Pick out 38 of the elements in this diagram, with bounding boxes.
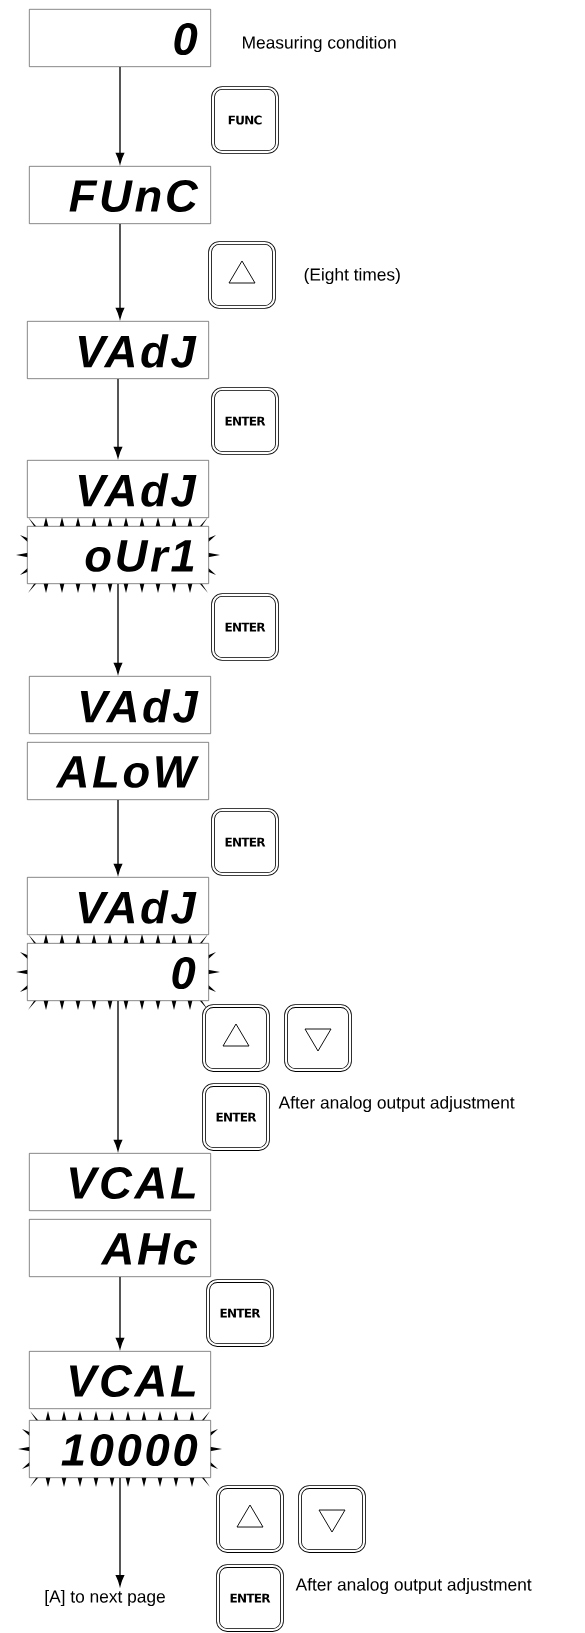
key-button: [208, 241, 276, 309]
lcd-display: ALoW: [27, 742, 209, 800]
lcd-display: VAdJ: [29, 676, 211, 734]
key-button: [216, 1485, 284, 1553]
arrow: [115, 1477, 125, 1587]
key-button: [284, 1004, 352, 1072]
lcd-display: VCAL: [29, 1153, 211, 1211]
key-button: [298, 1485, 366, 1553]
arrow: [113, 583, 123, 674]
key-button: ENTER: [206, 1279, 274, 1347]
lcd-display: VCAL: [29, 1351, 211, 1409]
lcd-display: FUnC: [29, 166, 211, 224]
arrow: [115, 223, 125, 319]
lcd-display: 10000: [29, 1420, 211, 1479]
arrow: [113, 378, 123, 458]
key-button: [202, 1004, 270, 1072]
lcd-display: AHc: [29, 1219, 211, 1277]
note-text: [A] to next page: [45, 1589, 165, 1607]
side-note: (Eight times): [304, 267, 400, 285]
key-button: ENTER: [202, 1083, 270, 1151]
lcd-display: VAdJ: [27, 877, 209, 935]
key-button: ENTER: [216, 1564, 284, 1632]
side-note: After analog output adjustment: [278, 1095, 515, 1113]
arrow: [113, 799, 123, 875]
lcd-display: 0: [29, 9, 211, 67]
lcd-display: VAdJ: [27, 321, 209, 379]
arrow: [115, 1276, 125, 1349]
arrow: [115, 66, 125, 164]
side-note: After analog output adjustment: [295, 1577, 532, 1595]
key-button: ENTER: [211, 387, 279, 455]
lcd-display: oUr1: [27, 526, 209, 584]
key-button: ENTER: [211, 593, 279, 661]
side-note: Measuring condition: [243, 35, 396, 53]
lcd-display: VAdJ: [27, 460, 209, 518]
arrow: [113, 1000, 123, 1151]
key-button: ENTER: [211, 808, 279, 876]
key-button: FUNC: [211, 86, 279, 154]
lcd-display: 0: [27, 943, 209, 1001]
